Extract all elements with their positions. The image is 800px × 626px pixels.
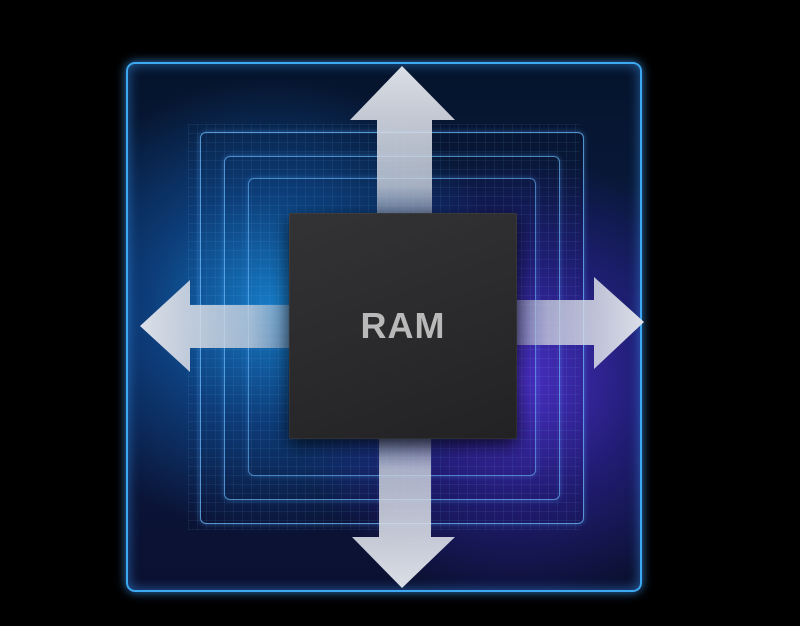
arrow-up-icon: [350, 66, 455, 225]
memory-chip-icon: RAM: [289, 213, 517, 439]
chip-label: RAM: [360, 305, 446, 346]
arrow-down-icon: [352, 430, 455, 588]
arrow-left-icon: [140, 280, 300, 372]
arrow-right-icon: [505, 277, 644, 369]
